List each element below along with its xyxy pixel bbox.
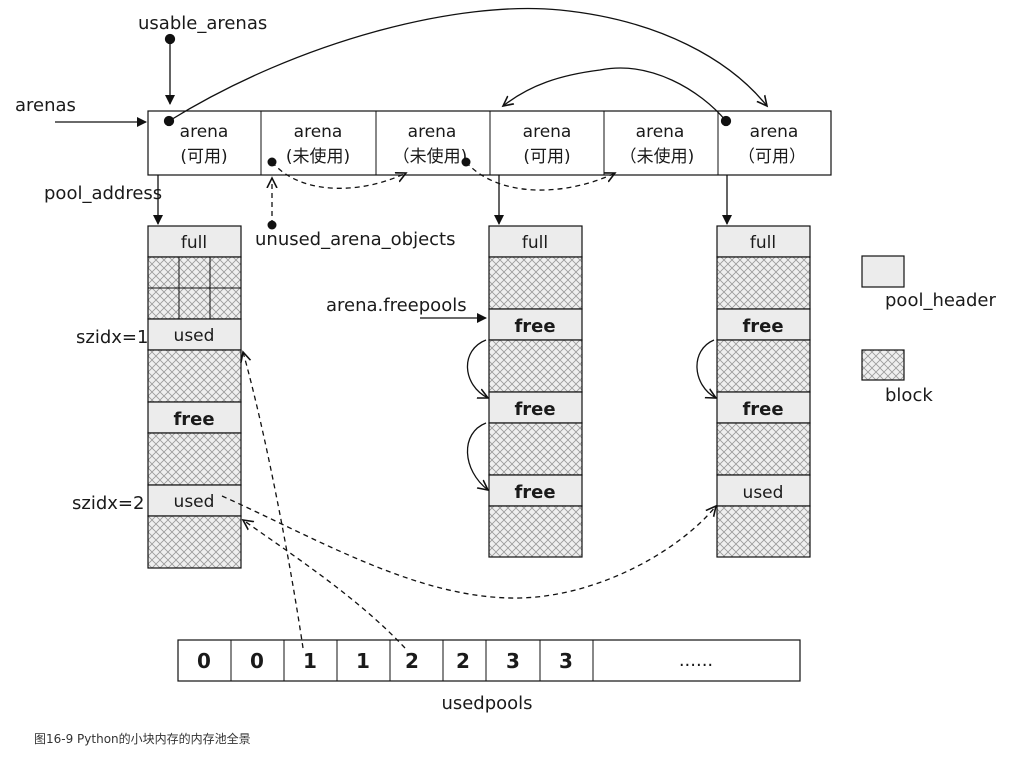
- usedpools-cell: 3: [559, 649, 573, 673]
- svg-text:（未使用): （未使用): [620, 146, 695, 167]
- usedpools-ellipsis: ......: [679, 650, 713, 671]
- arena-pointers: [55, 7, 767, 225]
- arena-array: arena (可用) arena (未使用) arena （未使用) arena…: [147, 110, 832, 176]
- pool-address-label: pool_address: [44, 183, 162, 204]
- usedpools-cell: 0: [197, 649, 211, 673]
- pool-header-free: free: [514, 399, 555, 420]
- svg-text:arena: arena: [636, 122, 685, 142]
- arena-cell: arena (可用): [523, 122, 572, 167]
- usable-arenas-label: usable_arenas: [138, 13, 267, 34]
- figure-caption: 图16-9 Python的小块内存的内存池全景: [34, 732, 251, 746]
- svg-text:（未使用): （未使用): [393, 146, 468, 167]
- legend: pool_header block: [861, 255, 996, 406]
- pool-header-full: full: [750, 233, 776, 253]
- svg-text:(可用): (可用): [523, 147, 570, 167]
- pool-header-free: free: [742, 399, 783, 420]
- pool-header-full: full: [522, 233, 548, 253]
- pool-header-free: free: [742, 316, 783, 337]
- szidx2-label: szidx=2: [72, 493, 144, 514]
- pool-column-left: full used free used: [147, 225, 242, 569]
- unused-arena-objects-label: unused_arena_objects: [255, 229, 456, 250]
- legend-pool-header-label: pool_header: [885, 290, 996, 311]
- svg-text:arena: arena: [408, 122, 457, 142]
- usedpools-array: 0 0 1 1 2 2 3 3 ......: [177, 639, 801, 682]
- pool-header-free: free: [173, 409, 214, 430]
- usedpools-cell: 2: [405, 649, 419, 673]
- unused-arena-links: [268, 157, 616, 230]
- usedpools-cell: 0: [250, 649, 264, 673]
- arena-cell: arena （未使用): [393, 122, 468, 167]
- usedpools-cell: 1: [303, 649, 317, 673]
- legend-block-label: block: [885, 385, 933, 406]
- usedpools-cell: 2: [456, 649, 470, 673]
- legend-pool-header-swatch: [861, 255, 905, 288]
- svg-text:arena: arena: [294, 122, 343, 142]
- arena-cell: arena (可用): [180, 122, 229, 167]
- szidx1-label: szidx=1: [76, 327, 148, 348]
- svg-text:arena: arena: [180, 122, 229, 142]
- usedpools-label: usedpools: [441, 693, 532, 714]
- usedpools-cell: 3: [506, 649, 520, 673]
- pool-header-used: used: [174, 492, 215, 512]
- arena-cell: arena (未使用): [286, 122, 350, 167]
- freepool-links: [420, 313, 716, 490]
- pool-header-free: free: [514, 482, 555, 503]
- pool-header-used: used: [174, 326, 215, 346]
- pool-header-free: free: [514, 316, 555, 337]
- arena-cell: arena （可用）: [738, 122, 806, 167]
- usedpools-cell: 1: [356, 649, 370, 673]
- svg-text:arena: arena: [750, 122, 799, 142]
- legend-block-swatch: [861, 349, 905, 381]
- pool-header-full: full: [181, 233, 207, 253]
- arena-freepools-label: arena.freepools: [326, 295, 467, 316]
- pool-column-middle: full free free free: [488, 225, 583, 558]
- svg-text:(未使用): (未使用): [286, 146, 350, 167]
- arena-cell: arena （未使用): [620, 122, 695, 167]
- arenas-label: arenas: [15, 95, 76, 116]
- pool-header-used: used: [743, 483, 784, 503]
- svg-text:arena: arena: [523, 122, 572, 142]
- svg-text:（可用）: （可用）: [738, 147, 806, 167]
- usedpools-links: [221, 352, 716, 649]
- svg-text:(可用): (可用): [180, 147, 227, 167]
- pool-column-right: full free free used: [716, 225, 811, 558]
